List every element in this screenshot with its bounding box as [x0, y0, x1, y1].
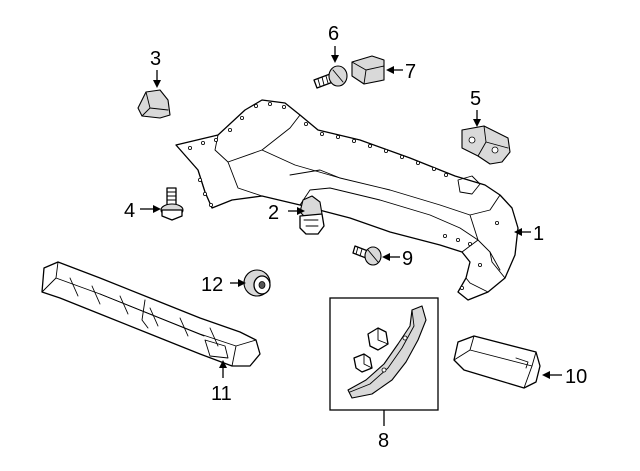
callout-10: 10	[565, 366, 587, 388]
callout-3: 3	[150, 48, 161, 70]
bolt-9	[352, 245, 382, 266]
callout-12: 12	[201, 274, 223, 296]
callout-11: 11	[211, 383, 232, 405]
callout-6: 6	[328, 23, 339, 45]
leader-arrows	[140, 46, 562, 426]
callout-labels: 1 2 3 4 5 6 7 8 9 10 11 12	[124, 23, 587, 452]
clip-nut	[351, 55, 385, 85]
retainer-bracket	[137, 89, 171, 119]
callout-1: 1	[533, 223, 544, 245]
step-pad	[453, 335, 541, 389]
callout-4: 4	[124, 200, 135, 222]
callout-9: 9	[402, 248, 413, 270]
callout-2: 2	[268, 202, 279, 224]
callout-7: 7	[405, 61, 416, 83]
callout-8: 8	[378, 430, 389, 452]
energy-absorber	[41, 261, 261, 367]
bumper-holes	[187, 102, 499, 290]
bolt-6	[313, 65, 348, 89]
grommet	[243, 269, 271, 297]
side-bracket	[461, 125, 511, 165]
bumper-cover	[175, 99, 519, 301]
push-clip	[299, 195, 325, 235]
callout-5: 5	[470, 88, 481, 110]
bolt-4	[160, 187, 184, 221]
bracket-inset	[329, 297, 439, 411]
